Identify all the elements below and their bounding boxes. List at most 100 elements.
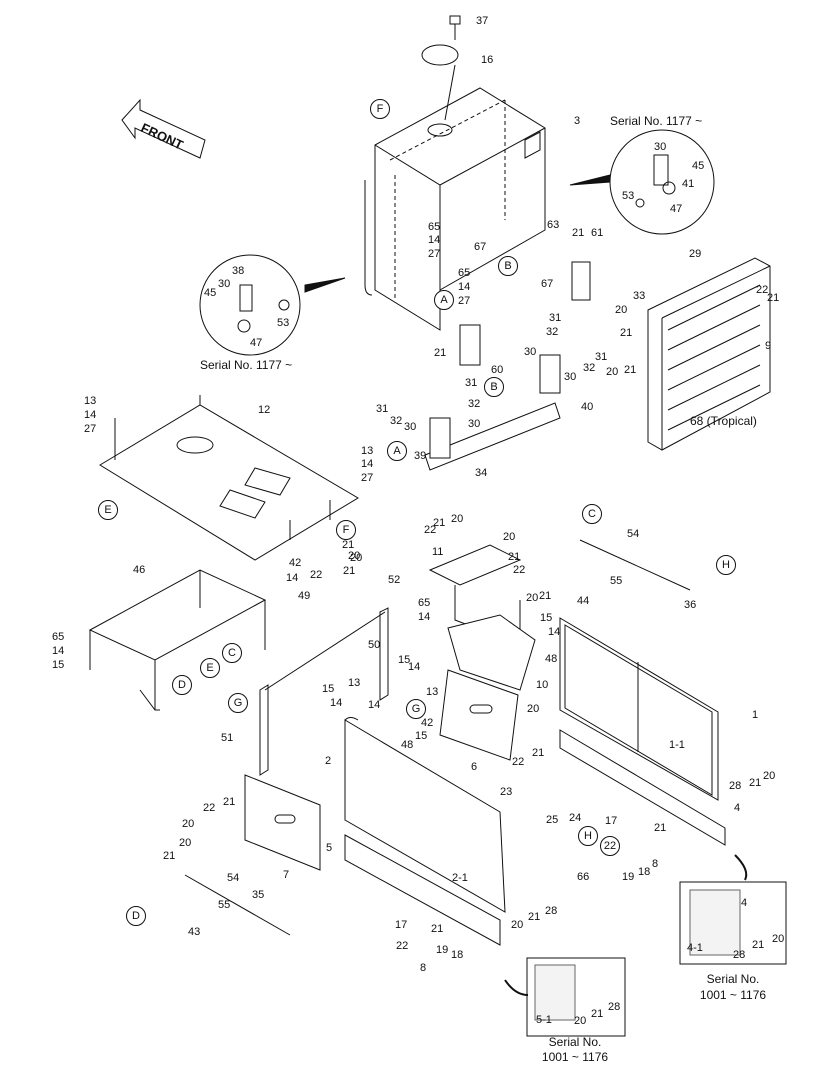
part-number-label: 27 [458,295,471,307]
part-number-label: 9 [765,340,772,352]
part-number-label: 14 [428,234,441,246]
part-number-label: 32 [468,398,481,410]
part-number-label: 15 [322,683,335,695]
circled-F-mid: F [336,520,356,540]
part-number-label: 28 [729,780,742,792]
part-number-label: 18 [451,949,464,961]
part-number-label: 14 [418,611,431,623]
caption-serial-1177-right: Serial No. 1177 ~ [610,114,703,128]
part-number-label: 14 [84,409,97,421]
part-number-label: 31 [376,403,389,415]
part-number-label: 28 [733,949,746,961]
part-number-label: 46 [133,564,146,576]
part-number-label: 20 [182,818,195,830]
part-number-label: 39 [414,450,427,462]
part-number-label: 21 [508,551,521,563]
part-number-label: 65 [418,597,431,609]
part-number-label: 65 [428,221,441,233]
part-number-label: 21 [528,911,541,923]
part-5 [344,834,501,946]
part-number-label: 14 [286,572,299,584]
circled-C-left: C [222,643,242,663]
part-number-label: 45 [204,287,217,299]
part-number-label: 61 [591,227,604,239]
part-number-label: 14 [458,281,471,293]
part-number-label: 15 [540,612,553,624]
part-number-label: 21 [767,292,780,304]
circled-D-bottom: D [126,906,146,926]
arrow-to-box-bottom [504,979,529,996]
part-number-label: 21 [572,227,585,239]
part-number-label: 67 [541,278,554,290]
panel-part-7 [244,774,321,871]
part-number-label: 20 [615,304,628,316]
part-number-label: 21 [539,590,552,602]
circled-G-mid: G [406,699,426,719]
part-number-label: 21 [752,939,765,951]
part-number-label: 30 [654,141,667,153]
part-number-label: 25 [546,814,559,826]
panel-part-12 [99,395,359,561]
part-number-label: 4 [741,897,748,909]
caption-tropical: 68 (Tropical) [690,414,757,428]
part-number-label: 15 [398,654,411,666]
part-40 [539,354,561,394]
part-number-label: 52 [388,574,401,586]
part-number-label: 30 [468,418,481,430]
part-number-label: 13 [426,686,439,698]
part-number-label: 55 [218,899,231,911]
circled-B-mid: B [484,377,504,397]
part-number-label: 19 [436,944,449,956]
part-number-label: 16 [481,54,494,66]
part-number-label: 32 [546,326,559,338]
part-number-label: 20 [350,552,363,564]
part-number-label: 21 [620,327,633,339]
part-number-label: 23 [500,786,513,798]
part-10 [447,614,536,691]
part-number-label: 55 [610,575,623,587]
part-number-label: 14 [52,645,65,657]
part-number-label: 47 [670,203,683,215]
part-number-label: 22 [756,284,769,296]
part-number-label: 37 [476,15,489,27]
part-number-label: 30 [404,421,417,433]
part-number-label: 22 [396,940,409,952]
part-number-label: 4-1 [687,942,703,954]
detail-circle-right [569,129,715,235]
part-number-label: 21 [343,565,356,577]
part-number-label: 22 [513,564,526,576]
part-number-label: 22 [310,569,323,581]
part-number-label: 67 [474,241,487,253]
part-number-label: 20 [179,837,192,849]
caption-serial-1001-bottom-l2: 1001 ~ 1176 [541,1050,609,1064]
panel-part-6 [439,669,519,761]
part-number-label: 6 [471,761,478,773]
part-number-label: 13 [361,445,374,457]
part-number-label: 21 [624,364,637,376]
door-panel-part-1 [559,617,719,801]
part-number-label: 28 [545,905,558,917]
part-number-label: 66 [577,871,590,883]
part-number-label: 42 [421,717,434,729]
part-60 [459,324,481,366]
part-4 [559,729,726,846]
part-number-label: 21 [654,822,667,834]
part-number-label: 32 [390,415,403,427]
part-number-label: 50 [368,639,381,651]
part-number-label: 20 [574,1015,587,1027]
bar-part-51 [259,684,269,776]
part-number-label: 15 [52,659,65,671]
part-number-label: 3 [574,115,581,127]
part-number-label: 60 [491,364,504,376]
part-number-label: 65 [458,267,471,279]
part-number-label: 31 [549,312,562,324]
part-number-label: 27 [361,472,374,484]
part-number-label: 22 [203,802,216,814]
bracket-part-34 [424,402,561,471]
part-number-label: 21 [223,796,236,808]
part-number-label: 8 [420,962,427,974]
door-part-2 [344,717,506,913]
part-number-label: 20 [451,513,464,525]
part-number-label: 5 [326,842,333,854]
part-number-label: 47 [250,337,263,349]
